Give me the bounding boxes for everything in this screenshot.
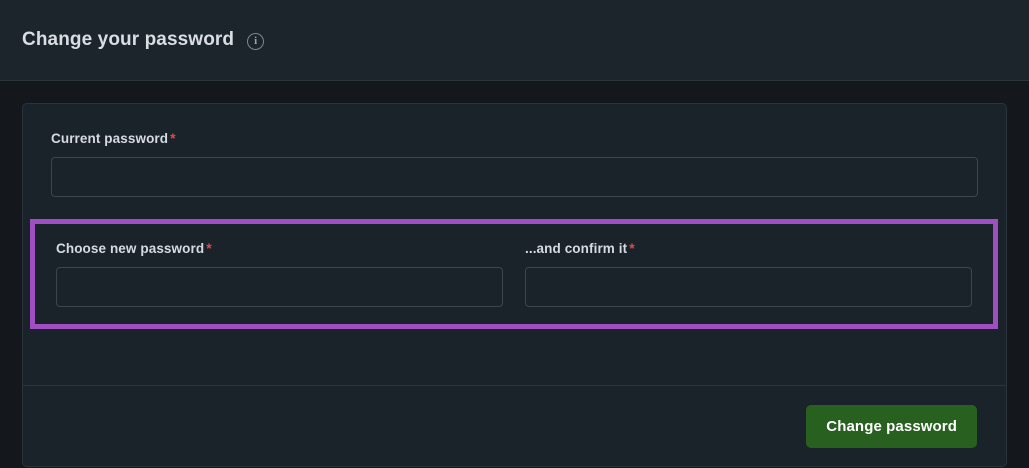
page-header: Change your password i [0, 0, 1029, 81]
card-footer: Change password [23, 385, 1006, 466]
confirm-password-input[interactable] [525, 267, 972, 307]
required-asterisk: * [629, 240, 635, 256]
current-password-label-text: Current password [51, 131, 169, 146]
current-password-input[interactable] [51, 157, 978, 197]
page-body: Current password* Choose new password* .… [0, 81, 1029, 467]
confirm-password-label-text: ...and confirm it [525, 241, 628, 256]
info-icon[interactable]: i [247, 32, 265, 50]
required-asterisk: * [206, 240, 212, 256]
change-password-card: Current password* Choose new password* .… [22, 103, 1007, 467]
change-password-button[interactable]: Change password [806, 404, 977, 448]
confirm-password-label: ...and confirm it* [525, 240, 972, 256]
new-password-highlight-group: Choose new password* ...and confirm it* [30, 219, 998, 329]
new-password-field: Choose new password* [56, 240, 503, 307]
new-password-label-text: Choose new password [56, 241, 205, 256]
current-password-field: Current password* [51, 130, 978, 197]
card-content: Current password* Choose new password* .… [23, 104, 1006, 329]
new-password-label: Choose new password* [56, 240, 503, 256]
page-title: Change your password [22, 29, 235, 50]
confirm-password-field: ...and confirm it* [525, 240, 972, 307]
new-password-input[interactable] [56, 267, 503, 307]
required-asterisk: * [170, 130, 176, 146]
current-password-label: Current password* [51, 130, 978, 146]
